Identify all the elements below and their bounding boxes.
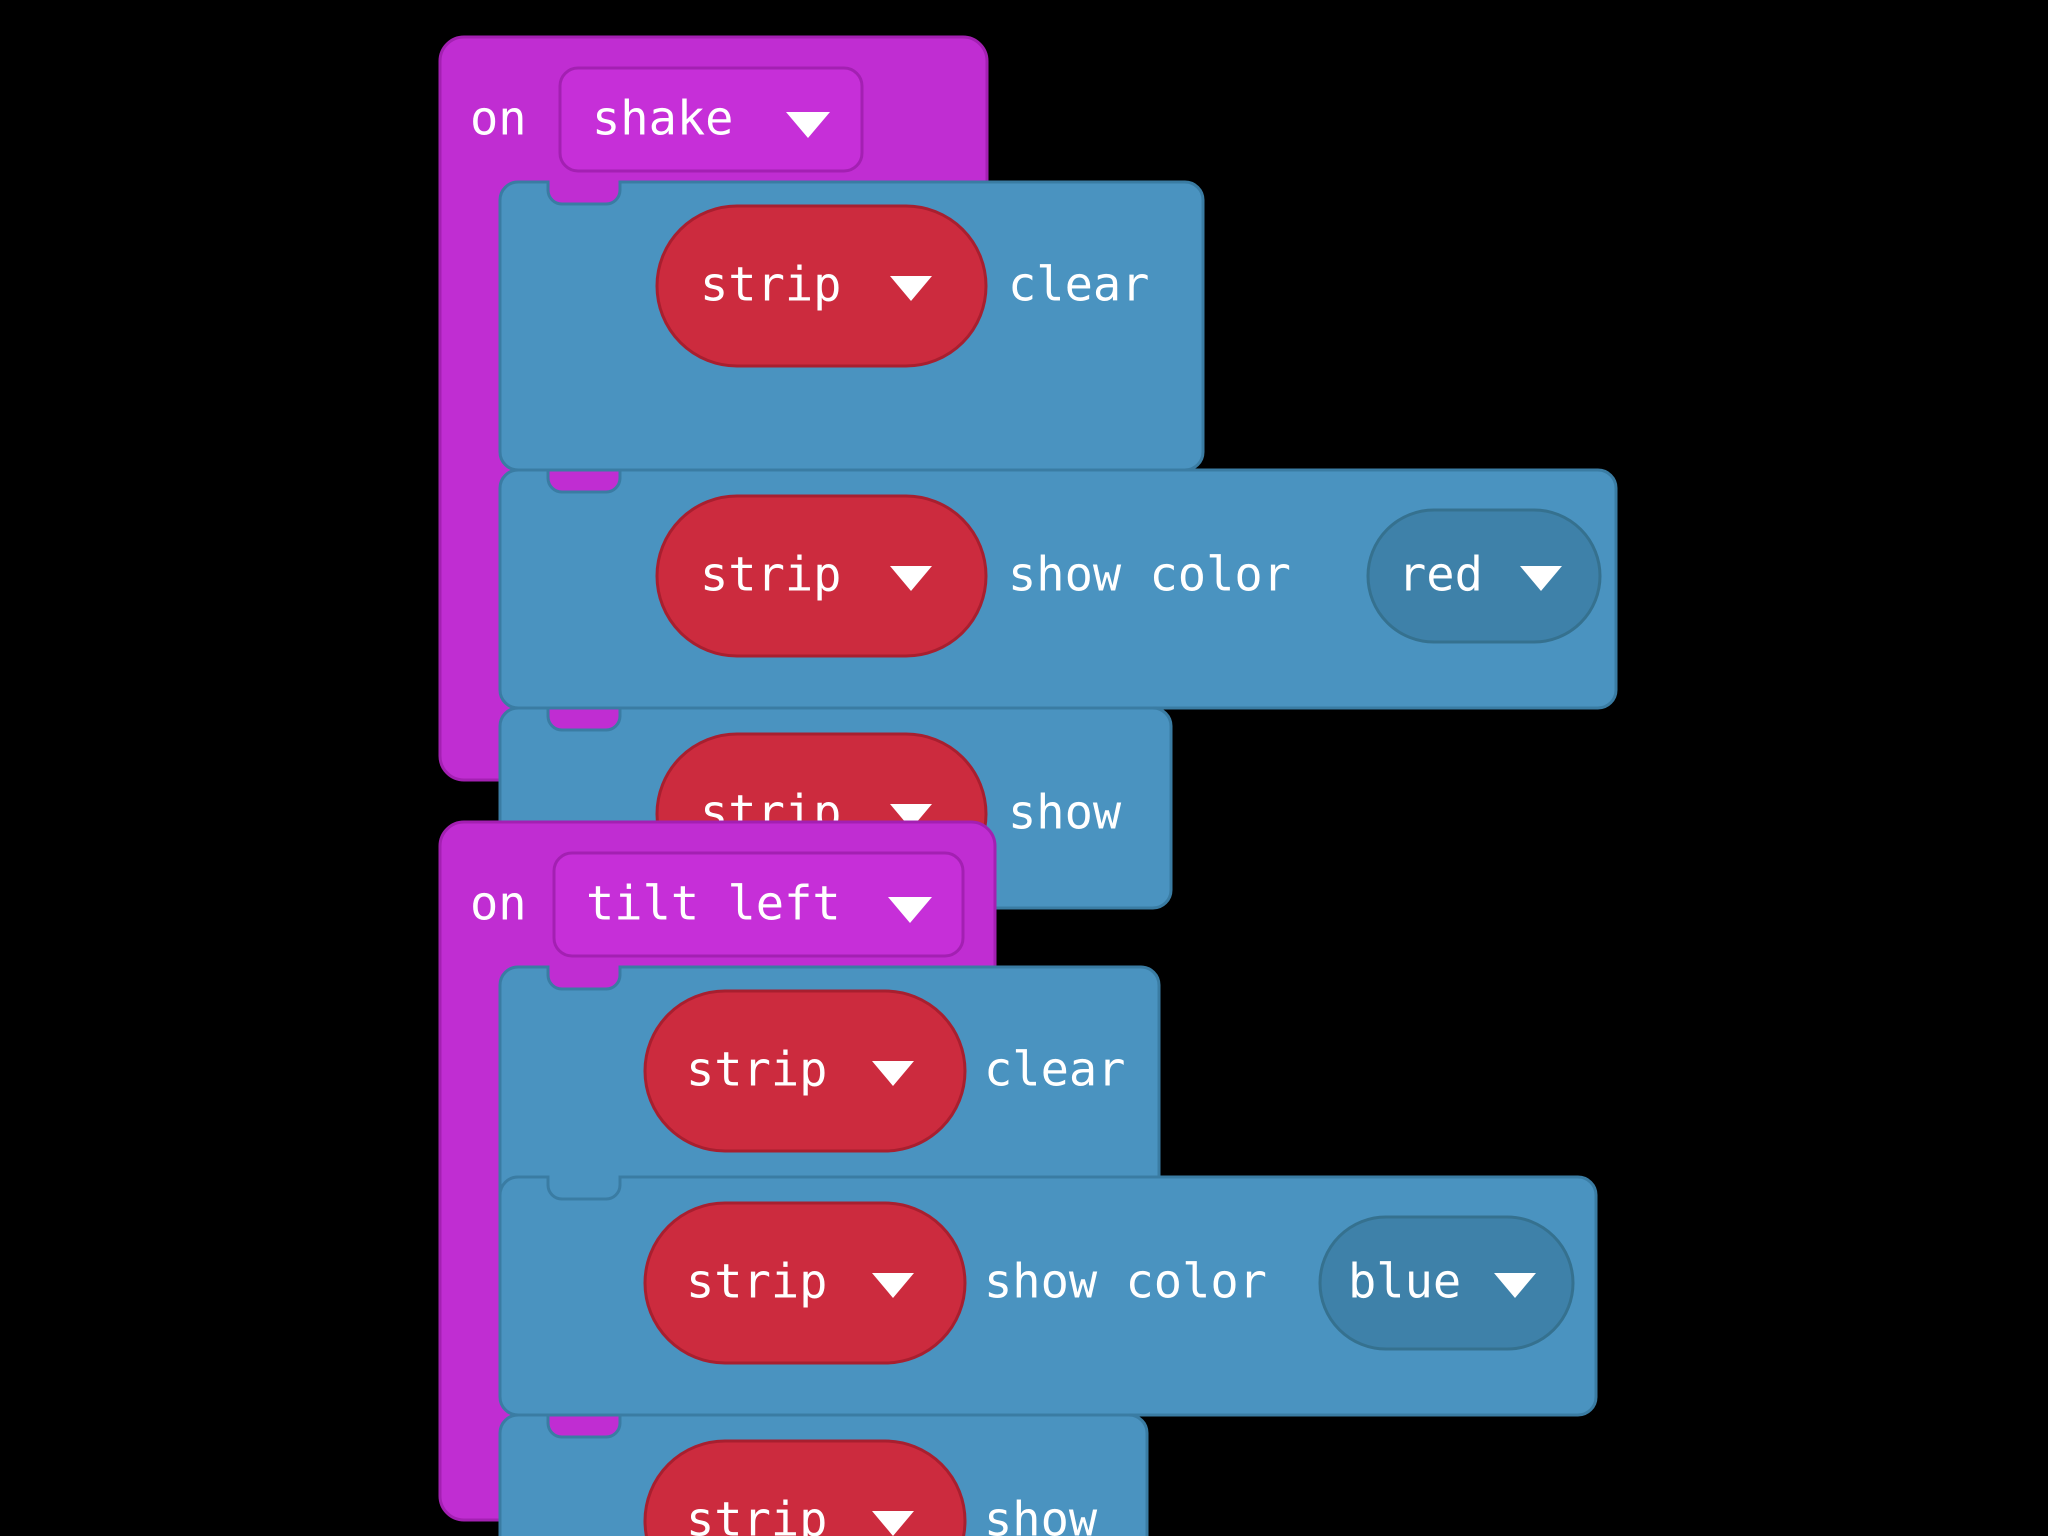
chevron-down-icon[interactable] [890, 804, 932, 829]
chevron-down-icon[interactable] [786, 112, 830, 138]
color-dropdown-red[interactable] [1366, 508, 1602, 644]
variable-dropdown-strip[interactable] [643, 1201, 967, 1365]
statement-strip-show-color-1[interactable]: strip show color red [498, 468, 1618, 710]
variable-dropdown-strip[interactable] [655, 204, 988, 368]
chevron-down-icon[interactable] [1494, 1273, 1536, 1298]
chevron-down-icon[interactable] [872, 1061, 914, 1086]
statement-strip-show-color-2[interactable]: strip show color blue [498, 1175, 1598, 1417]
hat-prefix-label: on [470, 877, 527, 932]
color-dropdown-red-label: red [1398, 548, 1483, 603]
chevron-down-icon[interactable] [872, 1511, 914, 1536]
script-on-tilt-left[interactable]: on tilt left strip clear strip show colo… [438, 820, 1598, 1536]
action-label: show [984, 1493, 1098, 1536]
chevron-down-icon[interactable] [890, 276, 932, 301]
chevron-down-icon[interactable] [890, 566, 932, 591]
variable-dropdown-strip-label: strip [700, 548, 841, 603]
event-dropdown-tilt-left[interactable] [552, 851, 965, 958]
statement-strip-show-2[interactable]: strip show [498, 1413, 1149, 1536]
variable-dropdown-strip-label: strip [686, 1255, 827, 1310]
event-dropdown-tilt-left-label: tilt left [586, 877, 841, 932]
event-dropdown-shake-label: shake [592, 92, 733, 147]
event-dropdown-shake[interactable] [558, 66, 864, 173]
statement-strip-clear-1[interactable]: strip clear [498, 180, 1205, 472]
variable-dropdown-strip-label: strip [686, 1493, 827, 1536]
action-label: clear [1008, 258, 1149, 313]
action-label: clear [984, 1043, 1125, 1098]
variable-dropdown-strip[interactable] [643, 989, 967, 1153]
color-dropdown-blue-label: blue [1348, 1255, 1461, 1310]
variable-dropdown-strip-label: strip [686, 1043, 827, 1098]
action-label: show [1008, 786, 1122, 841]
variable-dropdown-strip-label: strip [700, 258, 841, 313]
variable-dropdown-strip[interactable] [655, 494, 988, 658]
chevron-down-icon[interactable] [1520, 566, 1562, 591]
chevron-down-icon[interactable] [872, 1273, 914, 1298]
action-label: show color [1008, 548, 1291, 603]
script-on-shake[interactable]: on shake strip clear strip show color [438, 35, 1618, 932]
action-label: show color [984, 1255, 1267, 1310]
color-dropdown-blue[interactable] [1318, 1215, 1575, 1351]
chevron-down-icon[interactable] [888, 897, 932, 923]
hat-prefix-label: on [470, 92, 527, 147]
